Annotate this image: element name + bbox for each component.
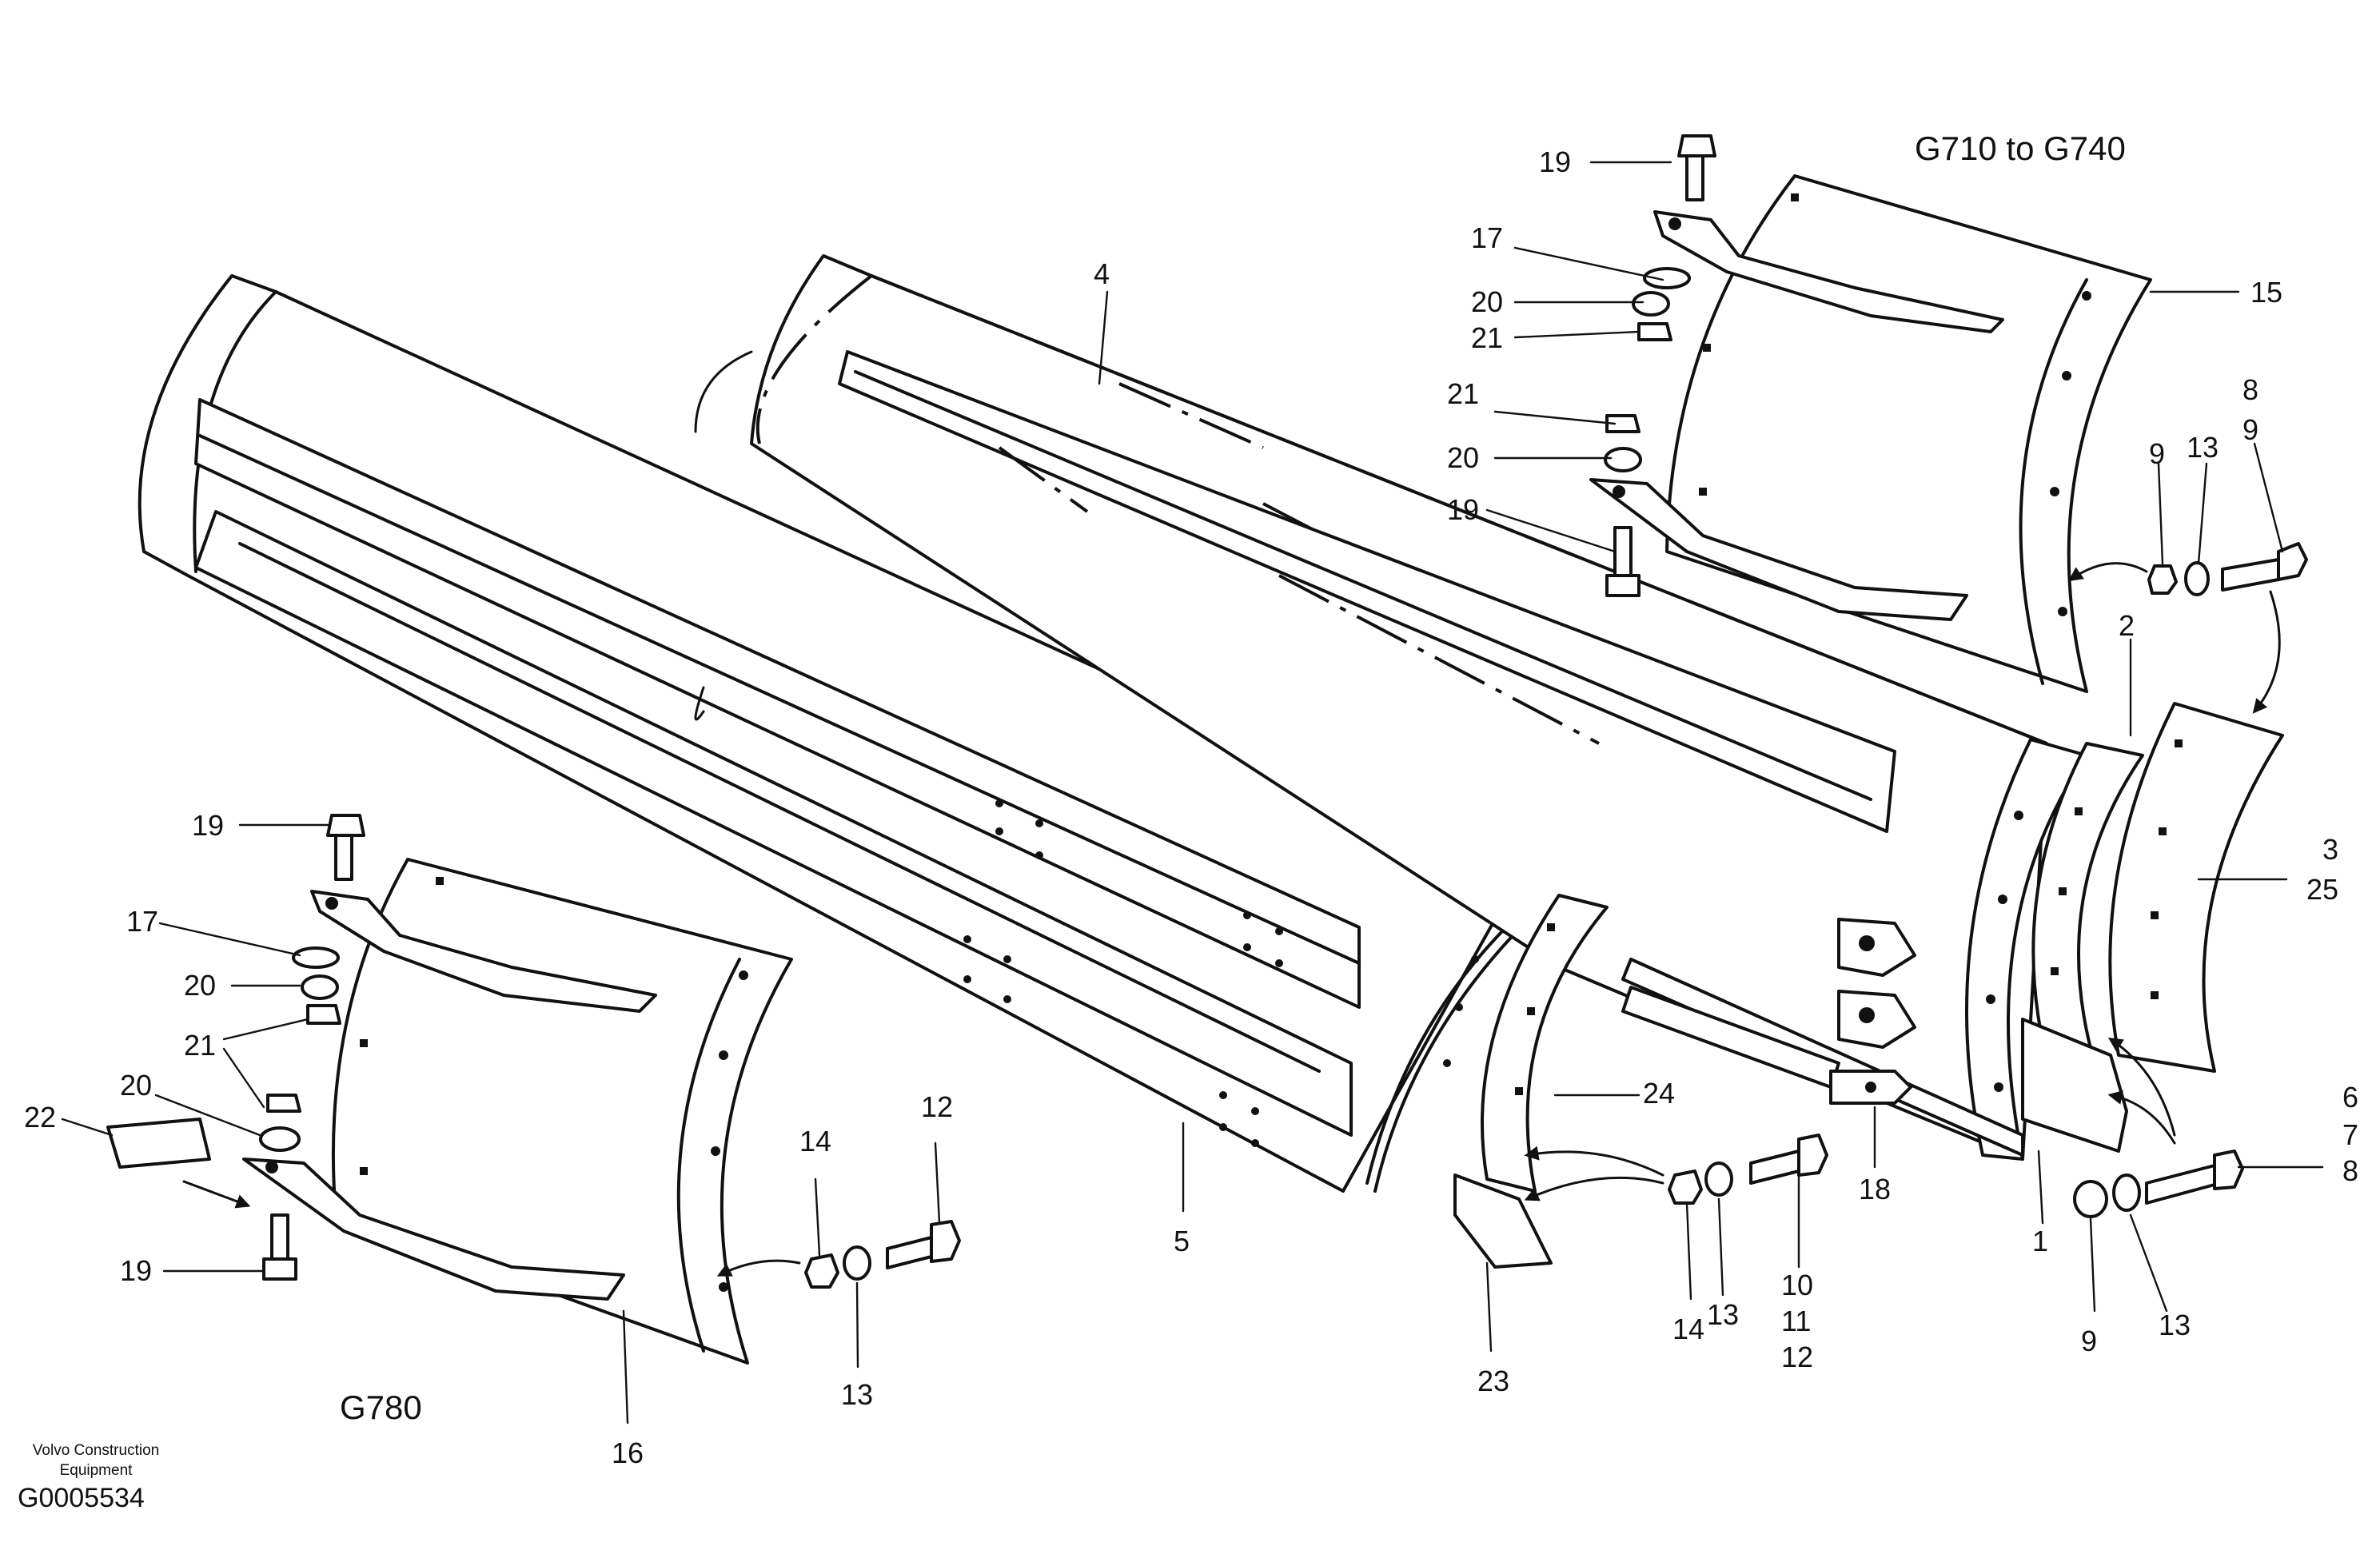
callout-8-bot: 8	[2342, 1154, 2358, 1187]
callout-3: 3	[2322, 833, 2338, 866]
callout-25: 25	[2306, 873, 2338, 906]
callout-18: 18	[1859, 1173, 1891, 1205]
end-bit-23	[1453, 1173, 1553, 1269]
end-bit-3-25	[2108, 702, 2284, 1073]
drawing-code: G0005534	[18, 1483, 145, 1513]
callout-12-mid: 12	[1781, 1341, 1813, 1373]
callout-8-top: 8	[2242, 373, 2258, 406]
callout-13-l: 13	[841, 1378, 873, 1411]
callout-21-mid: 21	[1447, 377, 1479, 410]
callout-22: 22	[24, 1101, 56, 1134]
callout-13-r: 13	[2187, 431, 2219, 464]
hardware-left	[106, 814, 961, 1289]
variant-label-g780: G780	[340, 1389, 422, 1426]
callout-20-top: 20	[1471, 285, 1503, 318]
callout-14-mid: 14	[1672, 1313, 1704, 1345]
callout-19-l: 19	[192, 809, 224, 842]
callout-24: 24	[1643, 1077, 1675, 1110]
footer: Volvo Construction Equipment G0005534	[18, 1442, 159, 1513]
callout-21-l: 21	[184, 1029, 216, 1062]
callout-2: 2	[2119, 609, 2135, 642]
callout-14-l: 14	[799, 1125, 831, 1158]
callout-16: 16	[612, 1436, 644, 1469]
rear-moldboard	[750, 254, 2088, 1161]
callout-19-l2: 19	[120, 1254, 152, 1287]
callout-12-l: 12	[921, 1090, 953, 1123]
front-moldboard	[138, 274, 1569, 1193]
callout-20-mid: 20	[1447, 441, 1479, 474]
callout-9-top: 9	[2242, 413, 2258, 446]
callout-19-top: 19	[1539, 145, 1571, 178]
brand-line-1: Volvo Construction	[33, 1442, 159, 1459]
callout-1: 1	[2032, 1225, 2048, 1257]
callout-6: 6	[2342, 1081, 2358, 1114]
assembly-arrows-right	[1524, 562, 2281, 1201]
hardware-top	[1604, 134, 1716, 597]
callout-17-top: 17	[1471, 221, 1503, 254]
callout-13-bot: 13	[2159, 1309, 2191, 1341]
callout-20-l: 20	[184, 969, 216, 1002]
callout-labels: 19 17 20 21 4 15 21 20 19 8 9 9 13 2 3 2…	[24, 145, 2358, 1469]
hardware-right	[1668, 542, 2308, 1218]
brand-line-2: Equipment	[60, 1462, 134, 1479]
leader-lines	[61, 161, 2324, 1425]
callout-13-mid: 13	[1707, 1298, 1739, 1331]
callout-9-bot: 9	[2081, 1325, 2097, 1357]
callout-5: 5	[1174, 1225, 1190, 1257]
callout-23: 23	[1477, 1365, 1509, 1397]
callout-20-l2: 20	[120, 1069, 152, 1102]
callout-19-mid: 19	[1447, 493, 1479, 526]
callout-10: 10	[1781, 1269, 1813, 1301]
assembly-arrows-left	[182, 350, 801, 1277]
callout-15: 15	[2250, 276, 2282, 309]
callout-21-top: 21	[1471, 321, 1503, 354]
side-plate-16	[242, 858, 793, 1365]
callout-9-r: 9	[2149, 437, 2165, 470]
variant-label-g710-g740: G710 to G740	[1915, 130, 2126, 167]
callout-11: 11	[1781, 1305, 1811, 1337]
callout-4: 4	[1094, 257, 1110, 290]
callout-17-l: 17	[126, 905, 158, 938]
callout-7: 7	[2342, 1118, 2358, 1151]
side-plate-15	[1589, 174, 2152, 693]
variant-labels: G710 to G740 G780	[340, 130, 2126, 1426]
cutting-edge-1	[2021, 1018, 2128, 1153]
